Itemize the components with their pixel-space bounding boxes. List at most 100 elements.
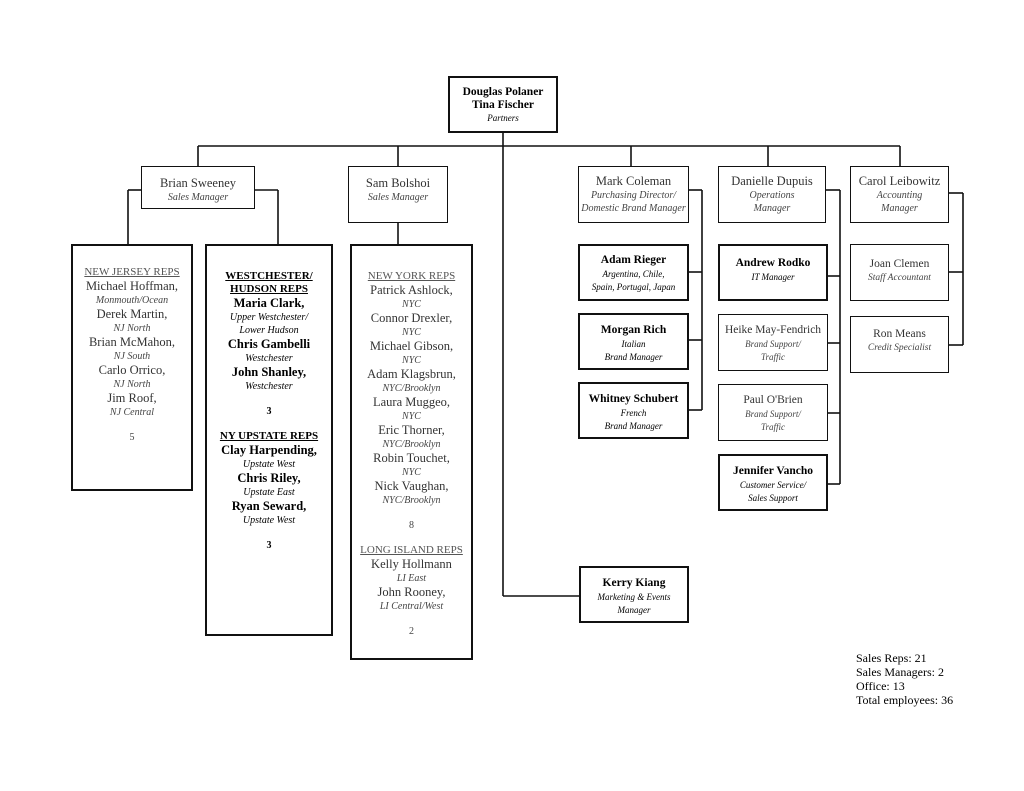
rep-name: Chris Riley, bbox=[237, 471, 301, 485]
staff-title: IT Manager bbox=[751, 272, 795, 282]
rep-area: Upstate West bbox=[242, 459, 296, 470]
rep-area: NJ South bbox=[113, 351, 151, 362]
staff-title: French bbox=[620, 408, 647, 418]
rep-area: NYC bbox=[402, 467, 421, 478]
rep-name: Clay Harpending, bbox=[221, 443, 317, 457]
staff-name: Adam Rieger bbox=[600, 254, 667, 266]
manager-title: Purchasing Director/ bbox=[590, 190, 677, 201]
staff-name: Jennifer Vancho bbox=[733, 465, 813, 477]
rep-area: LI East bbox=[396, 573, 427, 584]
manager-name: Danielle Dupuis bbox=[731, 174, 813, 188]
rep-name: Nick Vaughan, bbox=[374, 479, 449, 493]
rep-area: NJ North bbox=[113, 323, 151, 334]
total-line: Sales Managers: 2 bbox=[856, 665, 944, 679]
staff-box-ron-means: Ron Means Credit Specialist bbox=[850, 316, 949, 373]
manager-title: Domestic Brand Manager bbox=[581, 203, 686, 214]
rep-entry: John Rooney,LI Central/West bbox=[352, 585, 471, 613]
rep-entry: John Shanley,Westchester bbox=[207, 365, 331, 393]
manager-box-carol: Carol Leibowitz Accounting Manager bbox=[850, 166, 949, 223]
rep-area: NJ North bbox=[113, 379, 151, 390]
staff-box-heike-may-fendrich: Heike May-Fendrich Brand Support/ Traffi… bbox=[718, 314, 828, 371]
staff-box-whitney-schubert: Whitney Schubert French Brand Manager bbox=[578, 382, 689, 439]
rep-name: John Shanley, bbox=[231, 365, 307, 379]
manager-box-brian: Brian Sweeney Sales Manager bbox=[141, 166, 255, 209]
rep-count: 5 bbox=[129, 432, 135, 443]
westchester-header: WESTCHESTER/ bbox=[225, 270, 313, 282]
rep-name: Brian McMahon, bbox=[88, 335, 176, 349]
li-reps-header: LONG ISLAND REPS bbox=[360, 544, 463, 556]
manager-name: Carol Leibowitz bbox=[858, 174, 941, 188]
rep-name: Connor Drexler, bbox=[370, 311, 453, 325]
staff-title: Traffic bbox=[760, 352, 785, 362]
rep-name: Patrick Ashlock, bbox=[370, 283, 453, 297]
rep-count: 3 bbox=[266, 540, 272, 551]
rep-entry: Nick Vaughan,NYC/Brooklyn bbox=[352, 479, 471, 507]
rep-entry: Chris Riley, Upstate East bbox=[207, 471, 331, 499]
rep-area: Upstate West bbox=[242, 515, 296, 526]
rep-entry: Laura Muggeo, NYC bbox=[352, 395, 471, 423]
rep-name: Maria Clark, bbox=[233, 296, 305, 310]
partner-name: Tina Fischer bbox=[471, 99, 535, 111]
staff-title: Sales Support bbox=[748, 493, 798, 503]
manager-title: Sales Manager bbox=[367, 192, 429, 203]
manager-title: Sales Manager bbox=[167, 192, 229, 203]
manager-box-sam: Sam Bolshoi Sales Manager bbox=[348, 166, 448, 223]
rep-name: Derek Martin, bbox=[96, 307, 168, 321]
rep-name: John Rooney, bbox=[377, 585, 446, 599]
staff-name: Heike May-Fendrich bbox=[724, 324, 822, 336]
total-line: Office: 13 bbox=[856, 679, 905, 693]
rep-name: Chris Gambelli bbox=[227, 337, 311, 351]
rep-name: Michael Gibson, bbox=[369, 339, 454, 353]
rep-entry: Connor Drexler, NYC bbox=[352, 311, 471, 339]
rep-area: Upper Westchester/ bbox=[229, 312, 309, 323]
rep-area: NYC/Brooklyn bbox=[382, 383, 441, 394]
rep-entry: Michael Hoffman,Monmouth/Ocean bbox=[73, 279, 191, 307]
rep-area: Upstate East bbox=[243, 487, 295, 498]
rep-name: Laura Muggeo, bbox=[372, 395, 451, 409]
staff-title: Customer Service/ bbox=[739, 480, 807, 490]
rep-area: NYC bbox=[402, 299, 421, 310]
employee-totals: Sales Reps: 21 Sales Managers: 2 Office:… bbox=[856, 651, 953, 707]
staff-title: Italian bbox=[621, 339, 646, 349]
rep-area: Lower Hudson bbox=[239, 325, 299, 336]
total-line: Total employees: 36 bbox=[856, 693, 954, 707]
rep-entry: Ryan Seward, Upstate West bbox=[207, 499, 331, 527]
rep-area: Westchester bbox=[245, 353, 293, 364]
staff-box-jennifer-vancho: Jennifer Vancho Customer Service/ Sales … bbox=[718, 454, 828, 511]
rep-entry: Carlo Orrico,NJ North bbox=[73, 363, 191, 391]
rep-name: Ryan Seward, bbox=[231, 499, 307, 513]
partners-title: Partners bbox=[487, 113, 519, 123]
staff-box-paul-obrien: Paul O'Brien Brand Support/ Traffic bbox=[718, 384, 828, 441]
westchester-header: HUDSON REPS bbox=[230, 283, 308, 295]
staff-box-andrew-rodko: Andrew Rodko IT Manager bbox=[718, 244, 828, 301]
rep-name: Eric Thorner, bbox=[378, 423, 445, 437]
rep-area: NJ Central bbox=[109, 407, 155, 418]
staff-name: Whitney Schubert bbox=[588, 393, 679, 405]
rep-count: 8 bbox=[409, 520, 414, 531]
rep-name: Adam Klagsbrun, bbox=[367, 367, 456, 381]
staff-name: Ron Means bbox=[873, 328, 926, 340]
manager-title: Manager bbox=[881, 203, 918, 214]
rep-name: Robin Touchet, bbox=[373, 451, 450, 465]
rep-name: Jim Roof, bbox=[107, 391, 157, 405]
staff-box-morgan-rich: Morgan Rich Italian Brand Manager bbox=[578, 313, 689, 370]
manager-box-danielle: Danielle Dupuis Operations Manager bbox=[718, 166, 826, 223]
staff-name: Paul O'Brien bbox=[743, 394, 803, 406]
westchester-reps-box: WESTCHESTER/ HUDSON REPS Maria Clark, Upp… bbox=[205, 244, 333, 636]
staff-title: Brand Manager bbox=[604, 352, 663, 362]
rep-entry: Adam Klagsbrun, NYC/Brooklyn bbox=[352, 367, 471, 395]
rep-area: NYC/Brooklyn bbox=[382, 439, 441, 450]
staff-title: Marketing & Events bbox=[597, 592, 671, 602]
ny-reps-header: NEW YORK REPS bbox=[367, 270, 456, 282]
manager-box-mark: Mark Coleman Purchasing Director/ Domest… bbox=[578, 166, 689, 223]
rep-entry: Derek Martin, NJ North bbox=[73, 307, 191, 335]
staff-name: Kerry Kiang bbox=[602, 577, 666, 589]
partners-box: Douglas Polaner Tina Fischer Partners bbox=[448, 76, 558, 133]
rep-count: 3 bbox=[266, 406, 272, 417]
rep-entry: Patrick Ashlock, NYC bbox=[352, 283, 471, 311]
rep-area: NYC bbox=[402, 411, 421, 422]
rep-area: NYC bbox=[402, 327, 421, 338]
